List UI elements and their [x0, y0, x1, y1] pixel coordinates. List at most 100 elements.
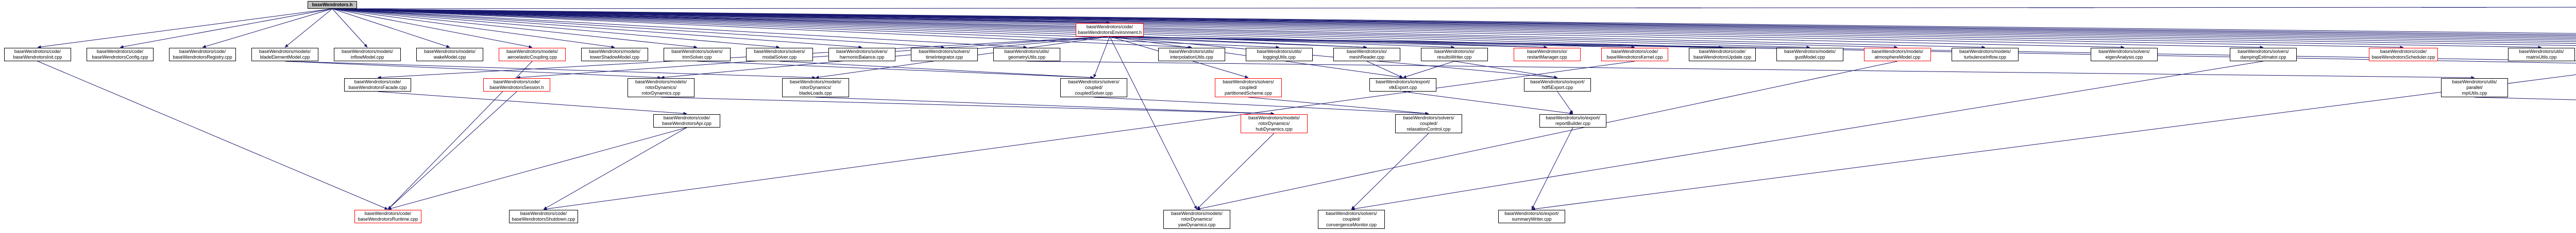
- edge-d2-f1: [387, 91, 517, 210]
- edge-a1-c19: [332, 8, 1635, 49]
- edge-a1-c31: [332, 8, 2576, 41]
- edge-a1-c16: [332, 8, 1367, 49]
- edge-a1-c6: [332, 8, 450, 48]
- graph-node-c14[interactable]: baseWendrotors/utils/ interpolationUtils…: [1158, 48, 1225, 61]
- edge-e2-f3: [1196, 133, 1275, 210]
- graph-node-d7[interactable]: baseWendrotors/io/export/ vtkExport.cpp: [1369, 78, 1436, 92]
- edge-a1-c35: [332, 8, 2576, 35]
- graph-node-f2[interactable]: baseWendrotors/code/ baseWendrotorsShutd…: [509, 210, 578, 223]
- graph-node-d9[interactable]: baseWendrotors/utils/ parallel/ mpiUtils…: [2441, 78, 2508, 97]
- edge-a1-c25: [332, 8, 2264, 49]
- edge-c13-d9: [1026, 61, 2475, 79]
- edge-c9-d5: [697, 61, 1094, 79]
- graph-node-c22[interactable]: baseWendrotors/models/ atmosphereModel.c…: [1864, 48, 1931, 61]
- edge-c10-d5: [779, 61, 1094, 79]
- graph-node-f1[interactable]: baseWendrotors/code/ baseWendrotorsRunti…: [354, 210, 421, 223]
- graph-node-c12[interactable]: baseWendrotors/solvers/ timeIntegrator.c…: [911, 48, 978, 61]
- graph-node-c5[interactable]: baseWendrotors/models/ inflowModel.cpp: [334, 48, 401, 61]
- graph-node-f4[interactable]: baseWendrotors/solvers/ coupled/ converg…: [1318, 210, 1385, 229]
- graph-node-f3[interactable]: baseWendrotors/models/ rotorDynamics/ ya…: [1163, 210, 1230, 229]
- graph-node-c10[interactable]: baseWendrotors/solvers/ modalSolver.cpp: [746, 48, 813, 61]
- edge-b1-c16: [1109, 36, 1367, 49]
- graph-node-e4[interactable]: baseWendrotors/io/export/ reportBuilder.…: [1539, 114, 1606, 128]
- edge-a1-c21: [332, 8, 1810, 49]
- graph-node-c24[interactable]: baseWendrotors/solvers/ eigenAnalysis.cp…: [2091, 48, 2158, 61]
- graph-node-c21[interactable]: baseWendrotors/models/ gustModel.cpp: [1776, 48, 1843, 61]
- graph-node-b1[interactable]: baseWendrotors/code/ baseWendrotorsEnvir…: [1076, 23, 1144, 37]
- graph-node-c26[interactable]: baseWendrotors/code/ baseWendrotorsSched…: [2369, 48, 2438, 61]
- edge-a1-c1: [37, 8, 333, 49]
- graph-node-e1[interactable]: baseWendrotors/code/ baseWendrotorsApi.c…: [653, 114, 720, 128]
- edge-a1-a2: [332, 7, 2576, 9]
- graph-node-c15[interactable]: baseWendrotors/utils/ loggingUtils.cpp: [1246, 48, 1313, 61]
- graph-node-d6[interactable]: baseWendrotors/solvers/ coupled/ partiti…: [1215, 78, 1282, 97]
- graph-node-c6[interactable]: baseWendrotors/models/ wakeModel.cpp: [416, 48, 483, 61]
- graph-node-c4[interactable]: baseWendrotors/models/ bladeElementModel…: [251, 48, 318, 61]
- edge-a1-c36: [332, 8, 2576, 34]
- edge-a1-c3: [202, 8, 333, 48]
- edge-c22-f3: [1196, 61, 1898, 210]
- edge-d7-e4: [1402, 91, 1573, 115]
- edge-c17-d8: [1454, 61, 1558, 79]
- edge-a1-c4: [284, 8, 333, 48]
- graph-node-d4[interactable]: baseWendrotors/models/ rotorDynamics/ bl…: [782, 78, 849, 97]
- graph-node-c18[interactable]: baseWendrotors/io/ restartManager.cpp: [1514, 48, 1581, 61]
- graph-node-c9[interactable]: baseWendrotors/solvers/ trimSolver.cpp: [664, 48, 731, 61]
- edge-e3-f4: [1351, 133, 1429, 210]
- graph-node-c20[interactable]: baseWendrotors/code/ baseWendrotorsUpdat…: [1689, 48, 1756, 61]
- graph-node-d5[interactable]: baseWendrotors/solvers/ coupled/ coupled…: [1060, 78, 1127, 97]
- edge-a1-c5: [332, 8, 368, 48]
- edge-a1-c34: [332, 8, 2576, 37]
- edge-e1-f2: [543, 127, 687, 210]
- graph-node-d1[interactable]: baseWendrotors/code/ baseWendrotorsFacad…: [344, 78, 411, 92]
- edge-a1-c24: [332, 8, 2125, 49]
- graph-node-d3[interactable]: baseWendrotors/models/ rotorDynamics/ ro…: [628, 78, 694, 97]
- graph-node-c11[interactable]: baseWendrotors/solvers/ harmonicBalance.…: [828, 48, 895, 61]
- edge-a1-c13: [332, 8, 1027, 49]
- graph-node-c27[interactable]: baseWendrotors/utils/ matrixUtils.cpp: [2508, 48, 2575, 61]
- graph-node-f5[interactable]: baseWendrotors/io/export/ summaryWriter.…: [1498, 210, 1565, 223]
- edge-c4-d4: [284, 61, 816, 79]
- edge-e1-f1: [387, 127, 687, 210]
- graph-node-e3[interactable]: baseWendrotors/solvers/ coupled/ relaxat…: [1395, 114, 1462, 133]
- edge-c17-d7: [1402, 61, 1455, 78]
- edge-c19-f2: [543, 61, 1635, 211]
- edge-a1-c7: [332, 8, 533, 48]
- graph-node-c1[interactable]: baseWendrotors/code/ baseWendrotorsInit.…: [4, 48, 71, 61]
- graph-node-c23[interactable]: baseWendrotors/models/ turbulenceInflow.…: [1952, 48, 2019, 61]
- edge-d9-e5: [2474, 97, 2576, 100]
- edge-a1-c33: [332, 8, 2576, 38]
- graph-node-c2[interactable]: baseWendrotors/code/ baseWendrotorsConfi…: [87, 48, 154, 61]
- graph-node-c25[interactable]: baseWendrotors/solvers/ dampingEstimator…: [2230, 48, 2297, 61]
- edge-b1-f3: [1109, 36, 1197, 210]
- graph-node-c17[interactable]: baseWendrotors/io/ resultsWriter.cpp: [1421, 48, 1488, 61]
- graph-node-c16[interactable]: baseWendrotors/io/ meshReader.cpp: [1333, 48, 1400, 61]
- edge-c4-d3: [284, 61, 662, 79]
- graph-node-c13[interactable]: baseWendrotors/utils/ geometryUtils.cpp: [993, 48, 1060, 61]
- graph-node-d8[interactable]: baseWendrotors/io/export/ hdf5Export.cpp: [1524, 78, 1591, 92]
- edge-c16-d7: [1366, 61, 1403, 78]
- graph-node-e2[interactable]: baseWendrotors/models/ rotorDynamics/ hu…: [1241, 114, 1308, 133]
- graph-node-a1[interactable]: baseWendrotors.h: [308, 1, 357, 9]
- graph-node-c3[interactable]: baseWendrotors/code/ baseWendrotorsRegis…: [169, 48, 236, 61]
- edge-a1-c30: [332, 8, 2576, 42]
- edge-a1-c15: [332, 8, 1280, 49]
- edge-a1-c8: [332, 8, 615, 49]
- graph-node-c8[interactable]: baseWendrotors/models/ towerShadowModel.…: [581, 48, 648, 61]
- edge-b1-d12: [1109, 36, 2576, 61]
- edge-e4-f5: [1531, 127, 1573, 210]
- graph-node-c7[interactable]: baseWendrotors/models/ aeroelasticCoupli…: [499, 48, 566, 61]
- edge-a1-c9: [332, 8, 698, 49]
- edge-a1-c10: [332, 8, 780, 49]
- graph-node-c19[interactable]: baseWendrotors/code/ baseWendrotorsKerne…: [1601, 48, 1668, 61]
- edge-d1-e1: [377, 91, 687, 115]
- edge-d6-e3: [1248, 97, 1429, 115]
- edge-a1-c26: [332, 8, 2404, 49]
- graph-node-d2[interactable]: baseWendrotors/code/ baseWendrotorsSessi…: [483, 78, 550, 92]
- edge-a1-c11: [332, 8, 862, 49]
- edge-a1-c32: [332, 8, 2576, 39]
- edge-a1-c20: [332, 8, 1723, 49]
- edge-a1-c12: [332, 8, 945, 49]
- edge-a1-c23: [332, 8, 1986, 49]
